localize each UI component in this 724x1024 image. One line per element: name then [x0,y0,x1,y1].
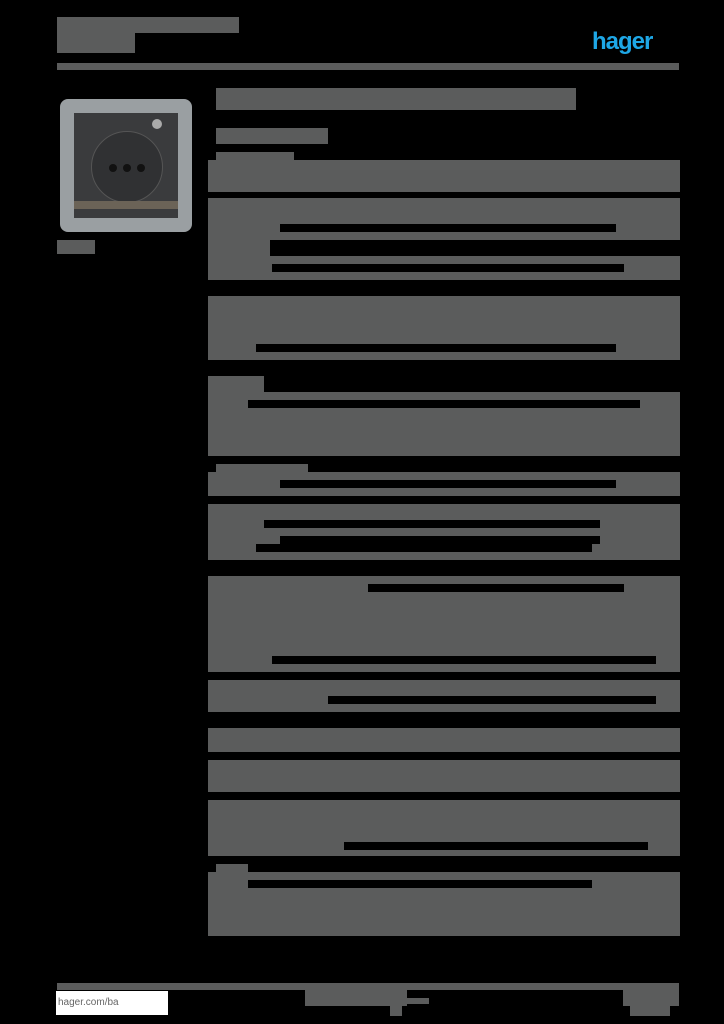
footer-page-number [623,990,679,1006]
section-label [216,464,308,474]
spec-block [208,728,680,752]
socket-outlet-icon [91,131,163,203]
socket-plate [74,113,178,218]
product-heading [216,88,576,110]
hager-logo: hager [592,28,653,55]
section-label [216,152,294,162]
label-strip [74,201,178,209]
product-image [60,99,192,232]
section-label [216,864,248,874]
header-rule [57,63,679,70]
doc-title-line1 [57,17,239,33]
footer-page-sub [630,1006,670,1016]
footer-center-text [305,990,407,1006]
footer-website-link[interactable]: hager.com/ba [56,991,168,1015]
spec-block [208,198,680,240]
footer-center-sub [407,998,429,1004]
spec-block [208,160,680,192]
product-subheading [216,128,328,144]
led-indicator-icon [152,119,162,129]
spec-block [208,760,680,792]
product-caption [57,240,95,254]
doc-title-line2 [57,33,135,53]
footer-rule [57,983,679,990]
footer-center-sub2 [390,1006,402,1016]
